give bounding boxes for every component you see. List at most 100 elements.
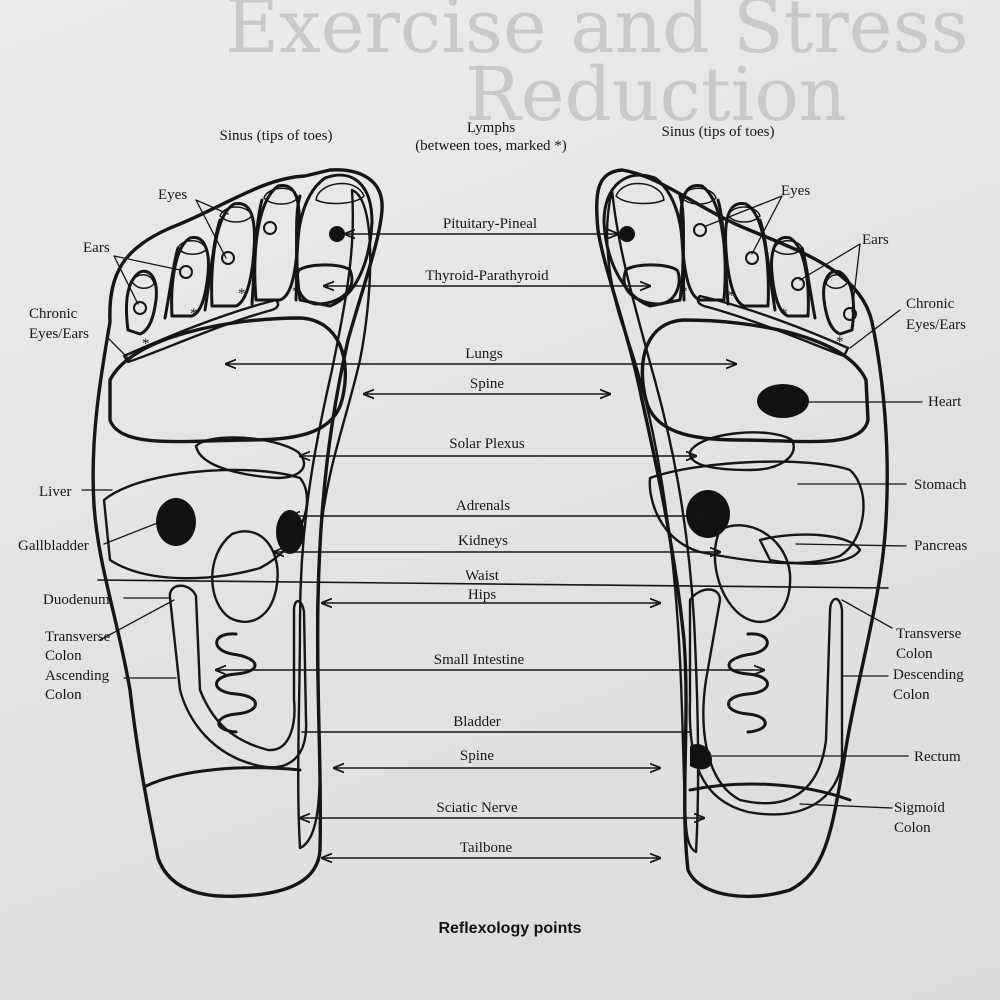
leader-left-eyes bbox=[195, 199, 229, 259]
label-lymphs-note: (between toes, marked *) bbox=[415, 138, 567, 154]
left-lungs-zone bbox=[108, 316, 347, 444]
left-eye-point-1 bbox=[263, 221, 277, 235]
label-sciatic-nerve: Sciatic Nerve bbox=[436, 800, 518, 816]
label-spine-lower: Spine bbox=[460, 748, 495, 764]
label-lymphs: Lymphs bbox=[467, 120, 516, 136]
right-adrenal-point bbox=[686, 490, 730, 538]
right-chronic-band bbox=[696, 294, 850, 358]
left-spine-band bbox=[297, 188, 372, 850]
right-ear-point-1 bbox=[791, 277, 805, 291]
right-sinus-tip-4 bbox=[773, 240, 803, 255]
label-right-transverse: Transverse bbox=[896, 626, 962, 642]
right-lymph-marker-3: * bbox=[780, 306, 788, 322]
leader-right-pancreas bbox=[795, 543, 907, 547]
label-right-eyes-ears: Eyes/Ears bbox=[906, 317, 966, 333]
leader-right-eyes bbox=[705, 195, 783, 255]
left-kidney-zone bbox=[211, 530, 279, 623]
label-hips: Hips bbox=[468, 587, 497, 603]
left-pituitary-point bbox=[329, 226, 345, 242]
left-small-intestine bbox=[215, 632, 257, 734]
left-eye-point-2 bbox=[221, 251, 235, 265]
left-solar-plexus bbox=[194, 436, 306, 480]
label-right-rectum: Rectum bbox=[914, 749, 961, 765]
leader-right-transverse bbox=[841, 599, 893, 629]
label-right-descending: Descending bbox=[893, 667, 964, 683]
right-solar-plexus bbox=[688, 431, 795, 472]
figure-caption: Reflexology points bbox=[438, 920, 581, 937]
leader-left-ears bbox=[113, 255, 181, 305]
left-toe-3 bbox=[210, 202, 256, 308]
label-tailbone: Tailbone bbox=[460, 840, 513, 856]
left-foot-outline bbox=[91, 168, 384, 899]
right-small-intestine bbox=[727, 632, 769, 734]
label-left-ascending-colon: Colon bbox=[45, 687, 82, 703]
label-waist: Waist bbox=[465, 568, 500, 584]
label-left-duodenum: Duodenum bbox=[43, 592, 110, 608]
label-bladder: Bladder bbox=[453, 714, 500, 730]
left-sinus-tip-4 bbox=[177, 240, 207, 255]
label-right-heart: Heart bbox=[928, 394, 962, 410]
bleed-title-line-1: Exercise and Stress bbox=[225, 0, 969, 70]
right-sinus-tip-2 bbox=[681, 187, 717, 205]
label-right-sigmoid: Sigmoid bbox=[894, 800, 945, 816]
right-sinus-tip-1 bbox=[615, 182, 665, 205]
label-lungs: Lungs bbox=[465, 346, 503, 362]
label-sinus-right: Sinus (tips of toes) bbox=[662, 124, 775, 140]
left-lymph-marker-1: * bbox=[292, 284, 300, 300]
right-eye-point-1 bbox=[693, 223, 707, 237]
right-sinus-tip-5 bbox=[825, 274, 849, 289]
left-lymph-marker-3: * bbox=[190, 306, 198, 322]
label-left-eyes: Eyes bbox=[158, 187, 187, 203]
right-eye-point-2 bbox=[745, 251, 759, 265]
left-foot: * * * * bbox=[91, 168, 384, 899]
label-right-pancreas: Pancreas bbox=[914, 538, 967, 554]
label-left-ascending: Ascending bbox=[45, 668, 110, 684]
right-ear-point-2 bbox=[843, 307, 857, 321]
right-lungs-zone bbox=[640, 318, 870, 444]
label-thyroid-parathyroid: Thyroid-Parathyroid bbox=[425, 268, 549, 284]
label-right-ears: Ears bbox=[862, 232, 889, 248]
right-pituitary-point bbox=[619, 226, 635, 242]
label-right-eyes: Eyes bbox=[781, 183, 810, 199]
left-toe-4 bbox=[170, 236, 210, 318]
label-left-eyes-ears: Eyes/Ears bbox=[29, 326, 89, 342]
leader-lines bbox=[81, 195, 923, 809]
left-lymph-marker-4: * bbox=[142, 336, 150, 352]
right-pancreas-zone bbox=[758, 533, 862, 565]
right-foot: * * * * bbox=[594, 168, 889, 899]
leader-left-gallbladder bbox=[103, 521, 161, 545]
label-right-descending-colon: Colon bbox=[893, 687, 930, 703]
right-sinus-tip-3 bbox=[727, 206, 761, 223]
label-small-intestine: Small Intestine bbox=[434, 652, 525, 668]
left-chronic-band bbox=[122, 298, 280, 364]
bleed-title-line-2: Reduction bbox=[465, 52, 847, 138]
leader-left-transverse bbox=[99, 599, 175, 641]
leader-right-ears bbox=[799, 243, 861, 313]
label-sinus-left: Sinus (tips of toes) bbox=[220, 128, 333, 144]
label-right-transverse-colon: Colon bbox=[896, 646, 933, 662]
label-right-chronic: Chronic bbox=[906, 296, 955, 312]
left-sinus-tip-5 bbox=[131, 274, 155, 289]
left-heel-line bbox=[144, 766, 302, 788]
label-right-sigmoid-colon: Colon bbox=[894, 820, 931, 836]
waist-line bbox=[97, 579, 889, 589]
label-adrenals: Adrenals bbox=[456, 498, 510, 514]
leader-right-sigmoid bbox=[799, 803, 893, 809]
left-colon bbox=[168, 584, 308, 769]
label-left-transverse-colon: Colon bbox=[45, 648, 82, 664]
label-kidneys: Kidneys bbox=[458, 533, 508, 549]
right-rectum-point bbox=[690, 743, 712, 770]
right-toe-3 bbox=[724, 202, 770, 308]
label-left-transverse: Transverse bbox=[45, 629, 111, 645]
right-heart-point bbox=[757, 384, 809, 418]
left-ear-point-2 bbox=[133, 301, 147, 315]
left-sinus-tip-2 bbox=[263, 187, 299, 205]
left-sinus-tip-1 bbox=[315, 182, 365, 205]
right-lymph-marker-4: * bbox=[836, 334, 844, 350]
right-foot-outline bbox=[594, 168, 889, 899]
left-ear-point-1 bbox=[179, 265, 193, 279]
label-left-gallbladder: Gallbladder bbox=[18, 538, 89, 554]
left-gallbladder-point bbox=[156, 498, 196, 546]
